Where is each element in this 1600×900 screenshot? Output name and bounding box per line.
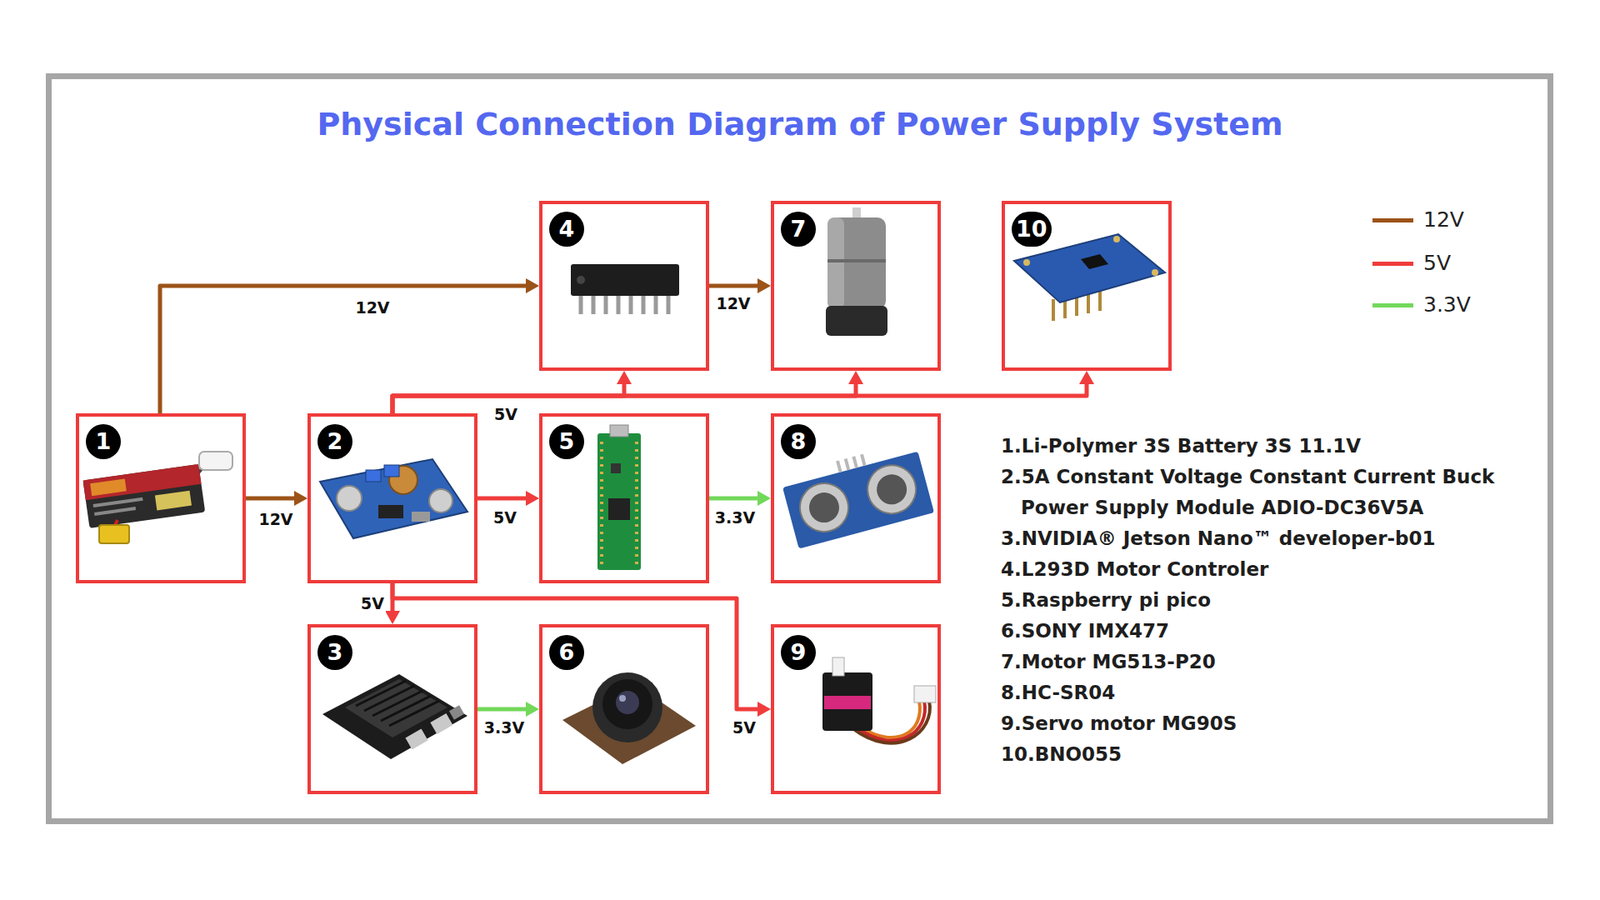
connector-line [392,384,856,414]
power-connector [160,278,540,414]
l293d-chip-illustration [570,264,680,315]
arrow-head [385,610,400,625]
legend-swatch [1372,303,1414,308]
voltage-label: 12V [353,298,391,317]
callout-number: 6 [549,635,585,670]
callout-number: 8 [780,424,816,460]
voltage-label: 12V [256,510,295,529]
camera-illustration [562,672,696,765]
power-connector [477,701,540,717]
arrow-head [757,490,771,506]
voltage-label: 5V [491,508,519,527]
callout-number: 9 [780,635,816,670]
buck-module-illustration [320,459,468,539]
part-name: 5.Raspberry pi pico [1000,585,1535,616]
pico-board-illustration [597,425,641,570]
arrow-head [848,370,864,385]
callout-number: 2 [317,424,353,460]
legend-text: 3.3V [1423,292,1471,318]
part-name: 1.Li-Polymer 3S Battery 3S 11.1V [1000,430,1535,462]
component-box: 7 [770,200,941,371]
battery-illustration [83,451,233,544]
arrow-head [757,701,771,717]
component-box: 5 [539,413,710,584]
part-name: 10.BNO055 [1000,739,1535,770]
part-name: 4.L293D Motor Controler [1000,554,1535,585]
part-name: 2.5A Constant Voltage Constant Current B… [1000,461,1535,524]
power-connector [245,490,308,506]
part-name: 8.HC-SR04 [1000,677,1535,709]
connector-line [477,707,526,712]
power-connector [477,490,540,506]
power-connector [392,583,771,717]
callout-number: 4 [549,211,585,247]
part-name: 6.SONY IMX477 [1000,615,1535,647]
voltage-label: 3.3V [713,508,757,527]
component-box: 2 [307,413,478,584]
component-box: 9 [770,624,941,795]
motor-illustration [825,207,888,336]
connector-line [709,284,758,289]
imu-board-illustration [1014,234,1165,321]
voltage-label: 5V [359,594,386,613]
part-name: 3.NVIDIA® Jetson Nano™ developer-b01 [1000,523,1535,555]
callout-number: 1 [85,424,121,460]
callout-number: 5 [549,424,585,460]
component-box: 10 [1001,200,1172,371]
voltage-label: 3.3V [482,718,526,737]
voltage-label: 5V [730,718,758,737]
callout-number: 3 [317,635,353,670]
connector-line [709,496,758,501]
servo-illustration [822,657,936,744]
diagram-title: Physical Connection Diagram of Power Sup… [0,101,1600,147]
arrow-head [525,701,540,717]
callout-number: 7 [780,211,816,247]
component-box: 1 [75,413,246,584]
arrow-head [616,370,632,385]
legend-text: 5V [1423,250,1451,276]
arrow-head [525,278,540,294]
arrow-head [294,490,308,506]
voltage-label: 5V [492,405,520,424]
power-connector [392,370,864,414]
component-box: 4 [539,200,710,371]
connector-line [392,583,758,710]
legend-swatch [1372,261,1414,266]
arrow-head [757,278,771,294]
power-connector [709,490,771,506]
legend-text: 12V [1423,207,1465,233]
parts-list: 1.Li-Polymer 3S Battery 3S 11.1V2.5A Con… [1000,430,1535,770]
component-box: 3 [307,624,478,795]
connector-line [245,496,295,501]
legend-swatch [1372,218,1414,223]
component-box: 6 [539,624,710,795]
arrow-head [1079,370,1095,385]
part-name: 7.Motor MG513-P20 [1000,646,1535,678]
jetson-nano-illustration [322,674,468,760]
component-box: 8 [770,413,941,584]
part-name: 9.Servo motor MG90S [1000,708,1535,740]
power-connector [709,278,771,294]
connector-line [477,496,526,501]
voltage-label: 12V [714,294,752,313]
arrow-head [525,490,540,506]
callout-number: 10 [1011,211,1052,247]
